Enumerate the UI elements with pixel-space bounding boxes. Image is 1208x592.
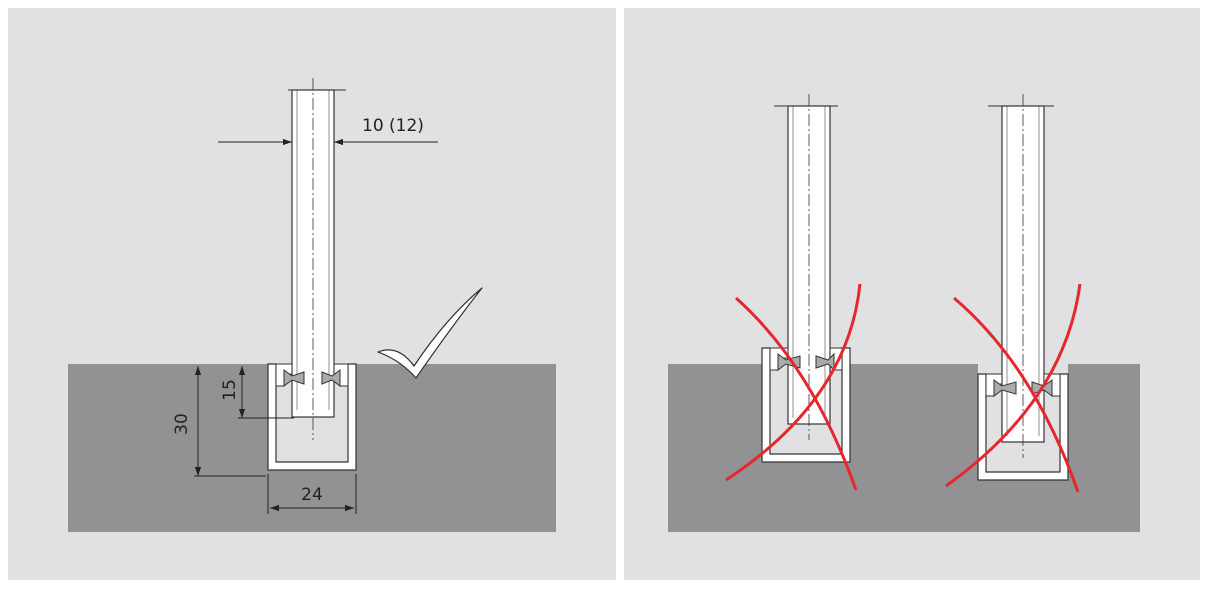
gasket-depth-label: 15	[220, 379, 240, 401]
glass-thickness-label: 10 (12)	[362, 116, 424, 136]
cross-mark-icon	[945, 283, 1082, 493]
dimension-glass-thickness: 10 (12)	[218, 116, 438, 146]
glass-pane-correct	[288, 78, 346, 440]
check-mark-icon	[377, 287, 483, 379]
ground-left	[68, 364, 556, 532]
ground-right	[668, 364, 1140, 532]
glass-pane-wrong-1	[774, 94, 838, 440]
gasket-right-correct	[321, 369, 341, 387]
profile-width-label: 24	[301, 485, 323, 505]
cross-mark-icon	[725, 283, 862, 491]
gasket-left-wrong-2	[993, 379, 1017, 397]
profile-depth-label: 30	[172, 413, 192, 435]
gasket-left-correct	[283, 369, 305, 387]
dimension-profile-depth: 30	[172, 366, 266, 477]
dimension-profile-width: 24	[267, 474, 357, 514]
dimension-gasket-depth: 15	[220, 366, 294, 419]
